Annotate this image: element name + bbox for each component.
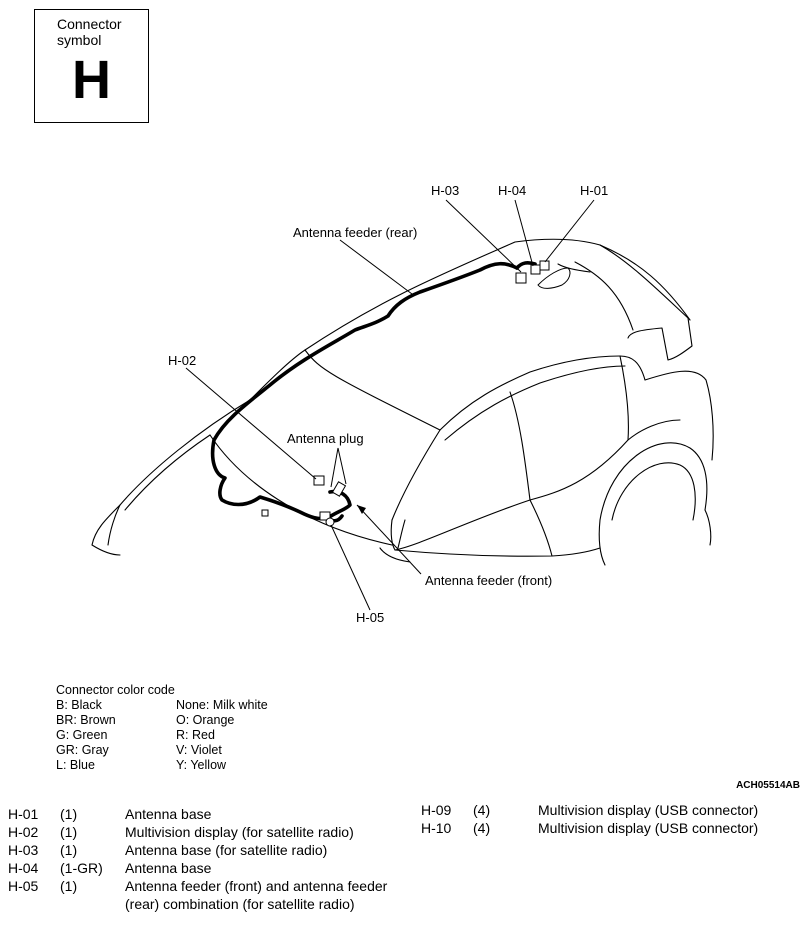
connector-row: H-05 (1) Antenna feeder (front) and ante… <box>8 877 390 913</box>
connector-h02 <box>313 475 325 486</box>
color-code-item: O: Orange <box>176 713 235 727</box>
connector-row: H-09 (4) Multivision display (USB connec… <box>421 801 798 819</box>
connector-id: H-05 <box>8 878 39 894</box>
leader-h03 <box>445 199 522 273</box>
leader-h01 <box>544 199 595 263</box>
label-h02: H-02 <box>168 353 196 368</box>
connector-pins: (1-GR) <box>60 860 103 876</box>
connector-h05-body <box>319 511 331 521</box>
label-feeder-rear: Antenna feeder (rear) <box>293 225 417 240</box>
connector-id: H-01 <box>8 806 39 822</box>
connector-row: H-10 (4) Multivision display (USB connec… <box>421 819 798 837</box>
connector-list-left: H-01 (1) Antenna base H-02 (1) Multivisi… <box>8 805 390 913</box>
color-code-item: R: Red <box>176 728 215 742</box>
label-feeder-front: Antenna feeder (front) <box>425 573 552 588</box>
antenna-plug-shape <box>331 481 347 497</box>
connector-row: H-01 (1) Antenna base <box>8 805 390 823</box>
connector-id: H-10 <box>421 820 452 836</box>
color-code-item: G: Green <box>56 728 108 742</box>
figure-code: ACH05514AB <box>736 780 800 791</box>
leader-h02 <box>185 367 317 480</box>
connector-symbol-box: Connector symbol H <box>34 9 149 123</box>
color-code-item: B: Black <box>56 698 102 712</box>
connector-pins: (1) <box>60 878 78 894</box>
connector-desc: Multivision display (USB connector) <box>538 802 759 818</box>
connector-color-code: Connector color code B: Black None: Milk… <box>56 683 316 773</box>
connector-desc: Multivision display (USB connector) <box>538 820 759 836</box>
label-h03: H-03 <box>431 183 459 198</box>
connector-id: H-09 <box>421 802 452 818</box>
arrowhead-feeder-front <box>357 505 366 514</box>
leader-antenna-plug-b <box>337 447 347 485</box>
leader-lines <box>185 199 595 611</box>
leader-feeder-front <box>356 504 422 575</box>
color-code-item: BR: Brown <box>56 713 116 727</box>
connector-list-right: H-09 (4) Multivision display (USB connec… <box>421 801 798 837</box>
connector-id: H-03 <box>8 842 39 858</box>
color-code-item: GR: Gray <box>56 743 109 757</box>
connector-h03 <box>515 272 527 284</box>
connector-desc: Antenna base (for satellite radio) <box>125 842 328 858</box>
connector-row: H-02 (1) Multivision display (for satell… <box>8 823 390 841</box>
connector-row: H-04 (1-GR) Antenna base <box>8 859 390 877</box>
caption-line-1: Connector <box>57 16 122 32</box>
connector-pins: (4) <box>473 820 491 836</box>
connector-desc: Antenna base <box>125 806 212 822</box>
connector-pins: (4) <box>473 802 491 818</box>
label-h04: H-04 <box>498 183 526 198</box>
antenna-feeder-harness <box>210 261 537 523</box>
connector-desc: Antenna base <box>125 860 212 876</box>
connector-id: H-04 <box>8 860 39 876</box>
leader-h05 <box>330 524 371 611</box>
label-h05: H-05 <box>356 610 384 625</box>
color-code-item: V: Violet <box>176 743 222 757</box>
connector-pins: (1) <box>60 824 78 840</box>
connector-desc: Multivision display (for satellite radio… <box>125 824 354 840</box>
connector-symbol-letter: H <box>72 50 111 110</box>
connector-row: H-03 (1) Antenna base (for satellite rad… <box>8 841 390 859</box>
connector-shapes <box>261 260 571 527</box>
antenna-base-shape <box>537 267 571 289</box>
connector-pins: (1) <box>60 842 78 858</box>
connector-pins: (1) <box>60 806 78 822</box>
color-code-title: Connector color code <box>56 683 175 697</box>
connector-id: H-02 <box>8 824 39 840</box>
color-code-item: Y: Yellow <box>176 758 227 772</box>
leader-feeder-rear <box>339 239 413 295</box>
connector-desc: Antenna feeder (front) and antenna feede… <box>125 878 388 912</box>
connector-h04 <box>530 264 541 275</box>
leader-h04 <box>514 199 534 267</box>
color-code-item: L: Blue <box>56 758 95 772</box>
caption-line-2: symbol <box>57 32 102 48</box>
color-code-grid: B: Black None: Milk white BR: Brown O: O… <box>56 698 316 773</box>
clip-shape <box>261 509 269 517</box>
connector-h01 <box>539 260 550 271</box>
connector-h05 <box>325 517 335 527</box>
color-code-item: None: Milk white <box>176 698 268 712</box>
leader-antenna-plug-a <box>330 447 339 488</box>
label-h01: H-01 <box>580 183 608 198</box>
connector-symbol-caption: Connector symbol <box>57 16 122 48</box>
car-body-outline <box>91 238 714 566</box>
label-antenna-plug: Antenna plug <box>287 431 364 446</box>
